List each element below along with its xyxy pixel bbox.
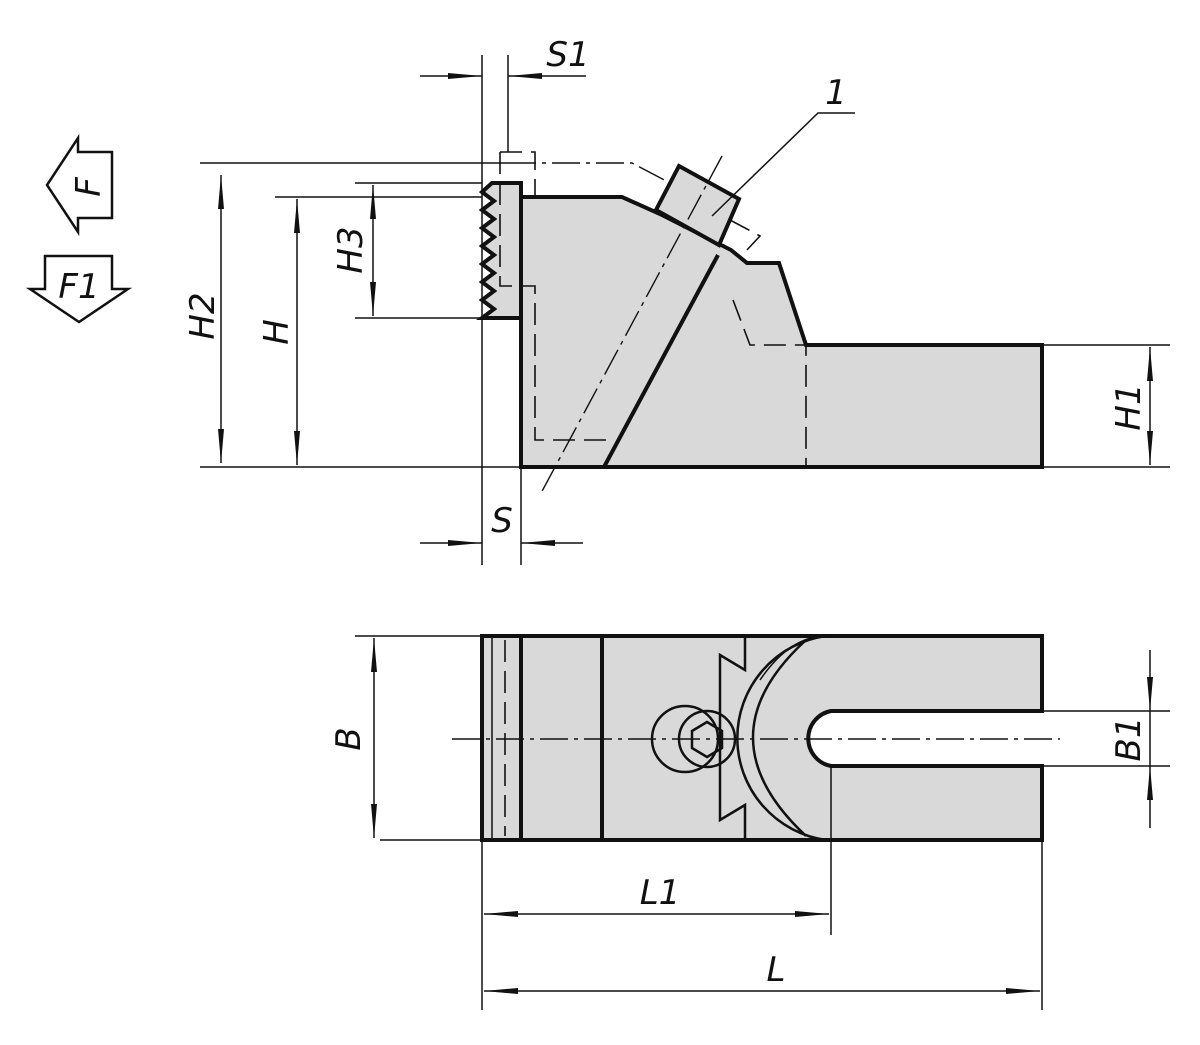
hidden-line-pocket [732, 299, 807, 467]
dim-b-label: B [329, 727, 369, 750]
screw-center-line [539, 155, 723, 496]
jaw-front-top [480, 634, 523, 842]
wedge-teeth [718, 636, 747, 840]
dim-h3: H3 [331, 185, 376, 316]
screw-head [653, 163, 742, 248]
dim-h-label: H [257, 319, 297, 345]
wedge-arc-inner [751, 639, 807, 837]
dim-l: L [484, 950, 1040, 994]
item-1-callout: 1 [711, 73, 855, 217]
item-1-label: 1 [825, 73, 847, 113]
clamp-body-side [519, 195, 1044, 469]
hidden-line-jaw-left [499, 152, 612, 441]
side-view: S1 1 H2 H H3 H1 S [183, 35, 1170, 565]
dim-s1: S1 [420, 35, 590, 79]
hidden-line-slot [729, 219, 762, 253]
hidden-line-jaw-top [500, 151, 536, 197]
jaw-travel-line [508, 162, 671, 184]
dim-h3-label: H3 [331, 226, 371, 273]
serrated-jaw [476, 181, 523, 320]
dim-h1: H1 [1109, 347, 1153, 465]
dim-b1-label: B1 [1109, 717, 1149, 762]
dim-b1: B1 [1109, 650, 1153, 828]
dim-h1-label: H1 [1109, 383, 1149, 430]
hex-socket-icon [690, 720, 724, 759]
dim-l1: L1 [484, 873, 829, 917]
force-f1-label: F1 [58, 267, 99, 307]
dim-h: H [257, 199, 300, 465]
force-f-label: F [69, 177, 109, 197]
force-f-symbol: F [45, 133, 114, 237]
dim-h2: H2 [183, 175, 224, 463]
inclined-slot-edge [602, 254, 720, 468]
dim-h2-label: H2 [183, 292, 223, 339]
dim-s: S [420, 501, 583, 546]
top-view: B B1 L1 L [329, 634, 1170, 1010]
dim-s-label: S [491, 501, 513, 541]
force-f1-symbol: F1 [25, 254, 133, 324]
dim-b: B [329, 638, 377, 838]
dim-s1-label: S1 [546, 35, 589, 75]
dim-l-label: L [767, 950, 786, 990]
clamp-body-top [480, 634, 1044, 842]
dim-l1-label: L1 [640, 873, 681, 913]
